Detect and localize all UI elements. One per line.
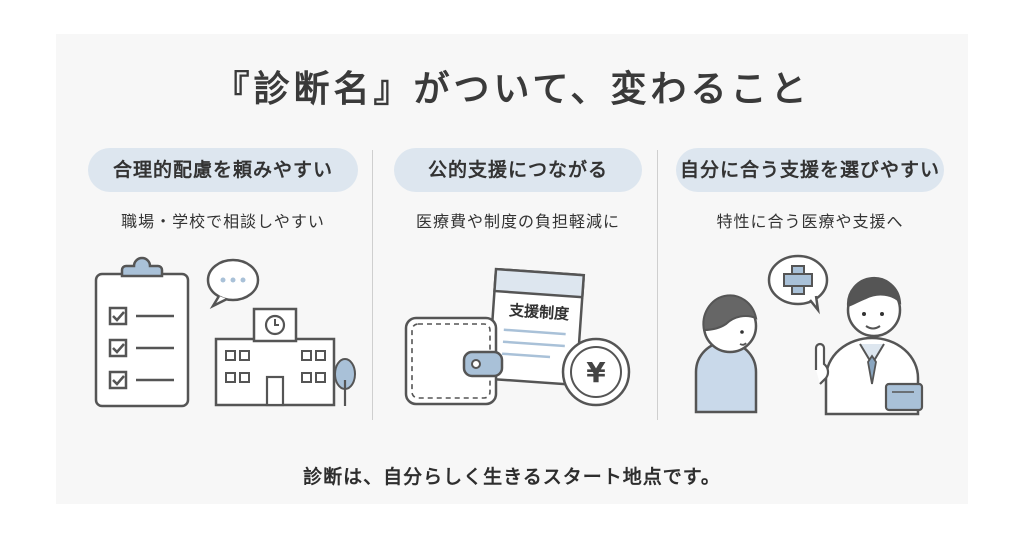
wallet-icon xyxy=(404,316,504,406)
doctor-icon xyxy=(814,277,924,416)
svg-text:支援制度: 支援制度 xyxy=(508,301,571,323)
column-divider xyxy=(657,150,658,420)
medical-cross-bubble-icon xyxy=(767,254,829,315)
tree-icon xyxy=(334,358,356,406)
school-building-icon xyxy=(214,307,336,407)
yen-coin-icon: ¥ xyxy=(561,337,631,407)
speech-bubble-icon xyxy=(206,258,260,310)
patient-icon xyxy=(694,294,758,414)
subtitle-medical-cost: 医療費や制度の負担軽減に xyxy=(415,212,620,231)
svg-text:¥: ¥ xyxy=(586,356,606,389)
page-title: 『診断名』がついて、変わること xyxy=(213,69,811,110)
checklist-clipboard-icon xyxy=(94,256,190,408)
footer-message: 診断は、自分らしく生きるスタート地点です。 xyxy=(303,466,721,488)
document-label: 支援制度 xyxy=(508,301,571,323)
subtitle-suited-care: 特性に合う医療や支援へ xyxy=(716,212,904,231)
subtitle-workplace-school: 職場・学校で相談しやすい xyxy=(121,212,325,231)
document-icon xyxy=(487,267,586,386)
heading-pill-public-support: 公的支援につながる xyxy=(394,148,642,192)
column-divider xyxy=(372,150,373,420)
heading-pill-choose-support: 自分に合う支援を選びやすい xyxy=(676,148,944,192)
heading-pill-reasonable-accommodation: 合理的配慮を頼みやすい xyxy=(88,148,358,192)
